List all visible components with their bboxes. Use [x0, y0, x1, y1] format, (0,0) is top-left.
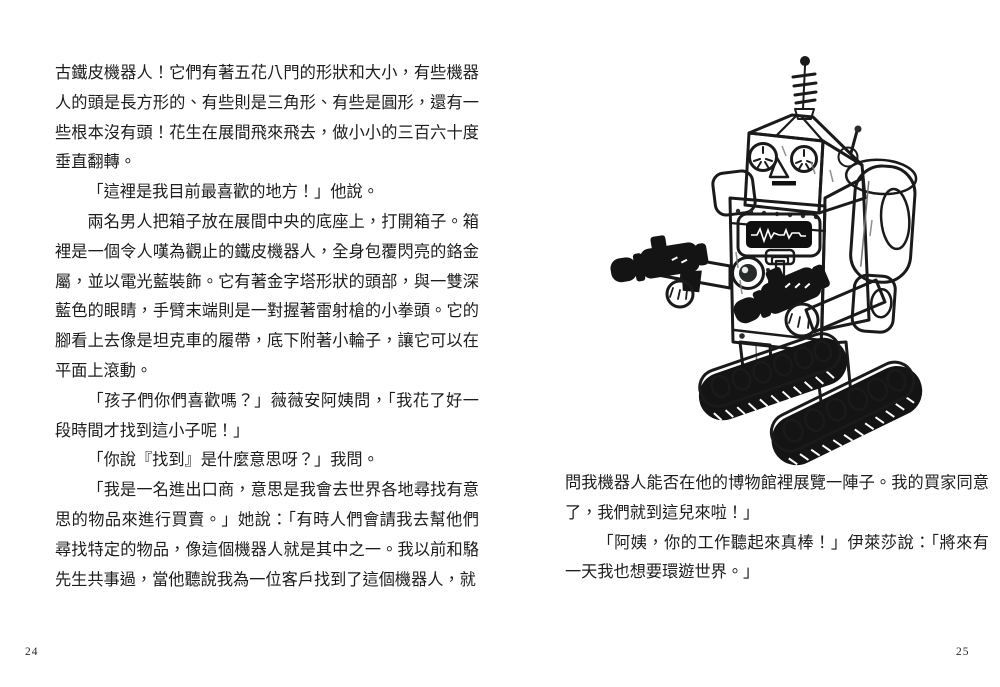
paragraph: 「你說『找到』是什麼意思呀？」我問。 [87, 451, 379, 470]
robot-left-tread [698, 332, 848, 421]
robot-left-shoulder [711, 169, 757, 217]
robot-antenna [791, 56, 818, 120]
robot-dial [731, 256, 772, 290]
robot-head [743, 56, 867, 215]
robot-center-forearm [804, 278, 887, 334]
robot-waist-screw [739, 333, 745, 339]
robot-center-gun [733, 264, 830, 324]
robot-mouth [772, 181, 796, 186]
paragraph: 古鐵皮機器人！它們有著五花八門的形狀和大小，有些機器人的頭是長方形的、有些則是三… [55, 64, 479, 172]
page-number-right: 25 [956, 646, 970, 658]
paragraph: 兩名男人把箱子放在展間中央的底座上，打開箱子。箱裡是一個令人嘆為觀止的鐵皮機器人… [55, 212, 479, 380]
robot-shading [735, 145, 873, 295]
paragraph: 「孩子們你們喜歡嗎？」薇薇安阿姨問，「我花了好一段時間才找到這小子呢！」 [55, 391, 479, 440]
paragraph: 「我是一名進出口商，意思是我會去世界各地尋找有意思的物品來進行買賣。」她說：「有… [55, 481, 479, 589]
robot-nose [768, 156, 790, 179]
tin-robot-illustration [610, 56, 923, 466]
left-page-text: 古鐵皮機器人！它們有著五花八門的形狀和大小，有些機器人的頭是長方形的、有些則是三… [55, 59, 479, 595]
robot-head-roof [747, 113, 864, 167]
robot-right-tread [769, 360, 923, 466]
robot-left-fist [665, 279, 695, 309]
paragraph: 「阿姨，你的工作聽起來真棒！」伊萊莎說：「將來有一天我也想要環遊世界。」 [565, 533, 989, 582]
robot-center-fist [784, 302, 820, 338]
paragraph: 問我機器人能否在他的博物館裡展覽一陣子。我的買家同意了，我們就到這兒來啦！」 [565, 474, 989, 522]
paragraph: 「這裡是我目前最喜歡的地方！」他說。 [87, 183, 379, 202]
robot-eye-right [790, 145, 818, 173]
page-number-left: 24 [25, 646, 39, 658]
robot-side-knob [837, 125, 862, 168]
robot-eye-left [748, 142, 778, 172]
right-page-text: 問我機器人能否在他的博物館裡展覽一陣子。我的買家同意了，我們就到這兒來啦！」「阿… [565, 469, 989, 588]
robot-right-arm [844, 158, 918, 334]
robot-left-gun [610, 235, 709, 293]
